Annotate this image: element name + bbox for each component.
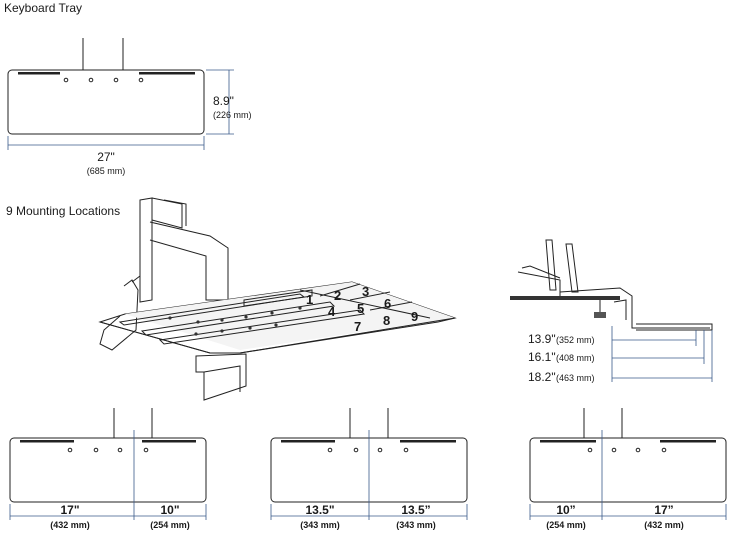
mount-number-8: 8 [383,313,390,328]
tray-depth-mm: (226 mm) [213,110,252,120]
tray3-right-mm: (432 mm) [644,520,684,530]
reach-3-inches: 18.2" [528,370,556,384]
mount-number-4: 4 [328,304,336,319]
tray-width-mm: (685 mm) [87,166,126,176]
bottom-tray-3: 10” (254 mm) 17” (432 mm) [529,408,727,530]
keyboard-tray-title: Keyboard Tray [4,1,82,15]
tray1-right-inches: 10" [160,503,179,517]
tray2-right-mm: (343 mm) [396,520,436,530]
tray3-right-inches: 17” [654,503,673,517]
mounting-locations-title: 9 Mounting Locations [6,204,120,218]
reach-3-mm: (463 mm) [556,373,595,383]
reach-2-inches: 16.1" [528,350,556,364]
reach-1-inches: 13.9" [528,332,556,346]
mount-number-9: 9 [411,309,418,324]
tray2-left-inches: 13.5" [305,503,334,517]
tray3-left-mm: (254 mm) [546,520,586,530]
tray-depth-inches: 8.9" [213,94,234,108]
mount-number-1: 1 [306,292,313,307]
tray2-left-mm: (343 mm) [300,520,340,530]
tray3-left-inches: 10” [556,503,575,517]
mount-number-3: 3 [362,284,369,299]
mounting-location-labels: 1 2 3 4 5 6 7 8 9 [306,284,418,334]
tray1-left-mm: (432 mm) [50,520,90,530]
mount-number-7: 7 [354,319,361,334]
reach-2-mm: (408 mm) [556,353,595,363]
tray-depth-dimension: 8.9" (226 mm) [206,69,252,135]
mount-number-6: 6 [384,296,391,311]
mounting-illustration [98,197,457,401]
mount-number-5: 5 [357,301,364,316]
reach-dimensions: 13.9" (352 mm) 16.1" (408 mm) 18.2" (463… [528,326,713,384]
tray1-left-inches: 17" [60,503,79,517]
tray-width-inches: 27" [97,150,115,164]
mount-number-2: 2 [334,288,341,303]
tray1-right-mm: (254 mm) [150,520,190,530]
bottom-tray-1: 17" (432 mm) 10" (254 mm) [9,408,207,530]
reach-1-mm: (352 mm) [556,335,595,345]
side-view-illustration [510,239,713,331]
bottom-tray-2: 13.5" (343 mm) 13.5” (343 mm) [270,408,468,530]
top-keyboard-tray [7,38,205,135]
tray-width-dimension: 27" (685 mm) [7,136,205,176]
tray2-right-inches: 13.5” [401,503,430,517]
